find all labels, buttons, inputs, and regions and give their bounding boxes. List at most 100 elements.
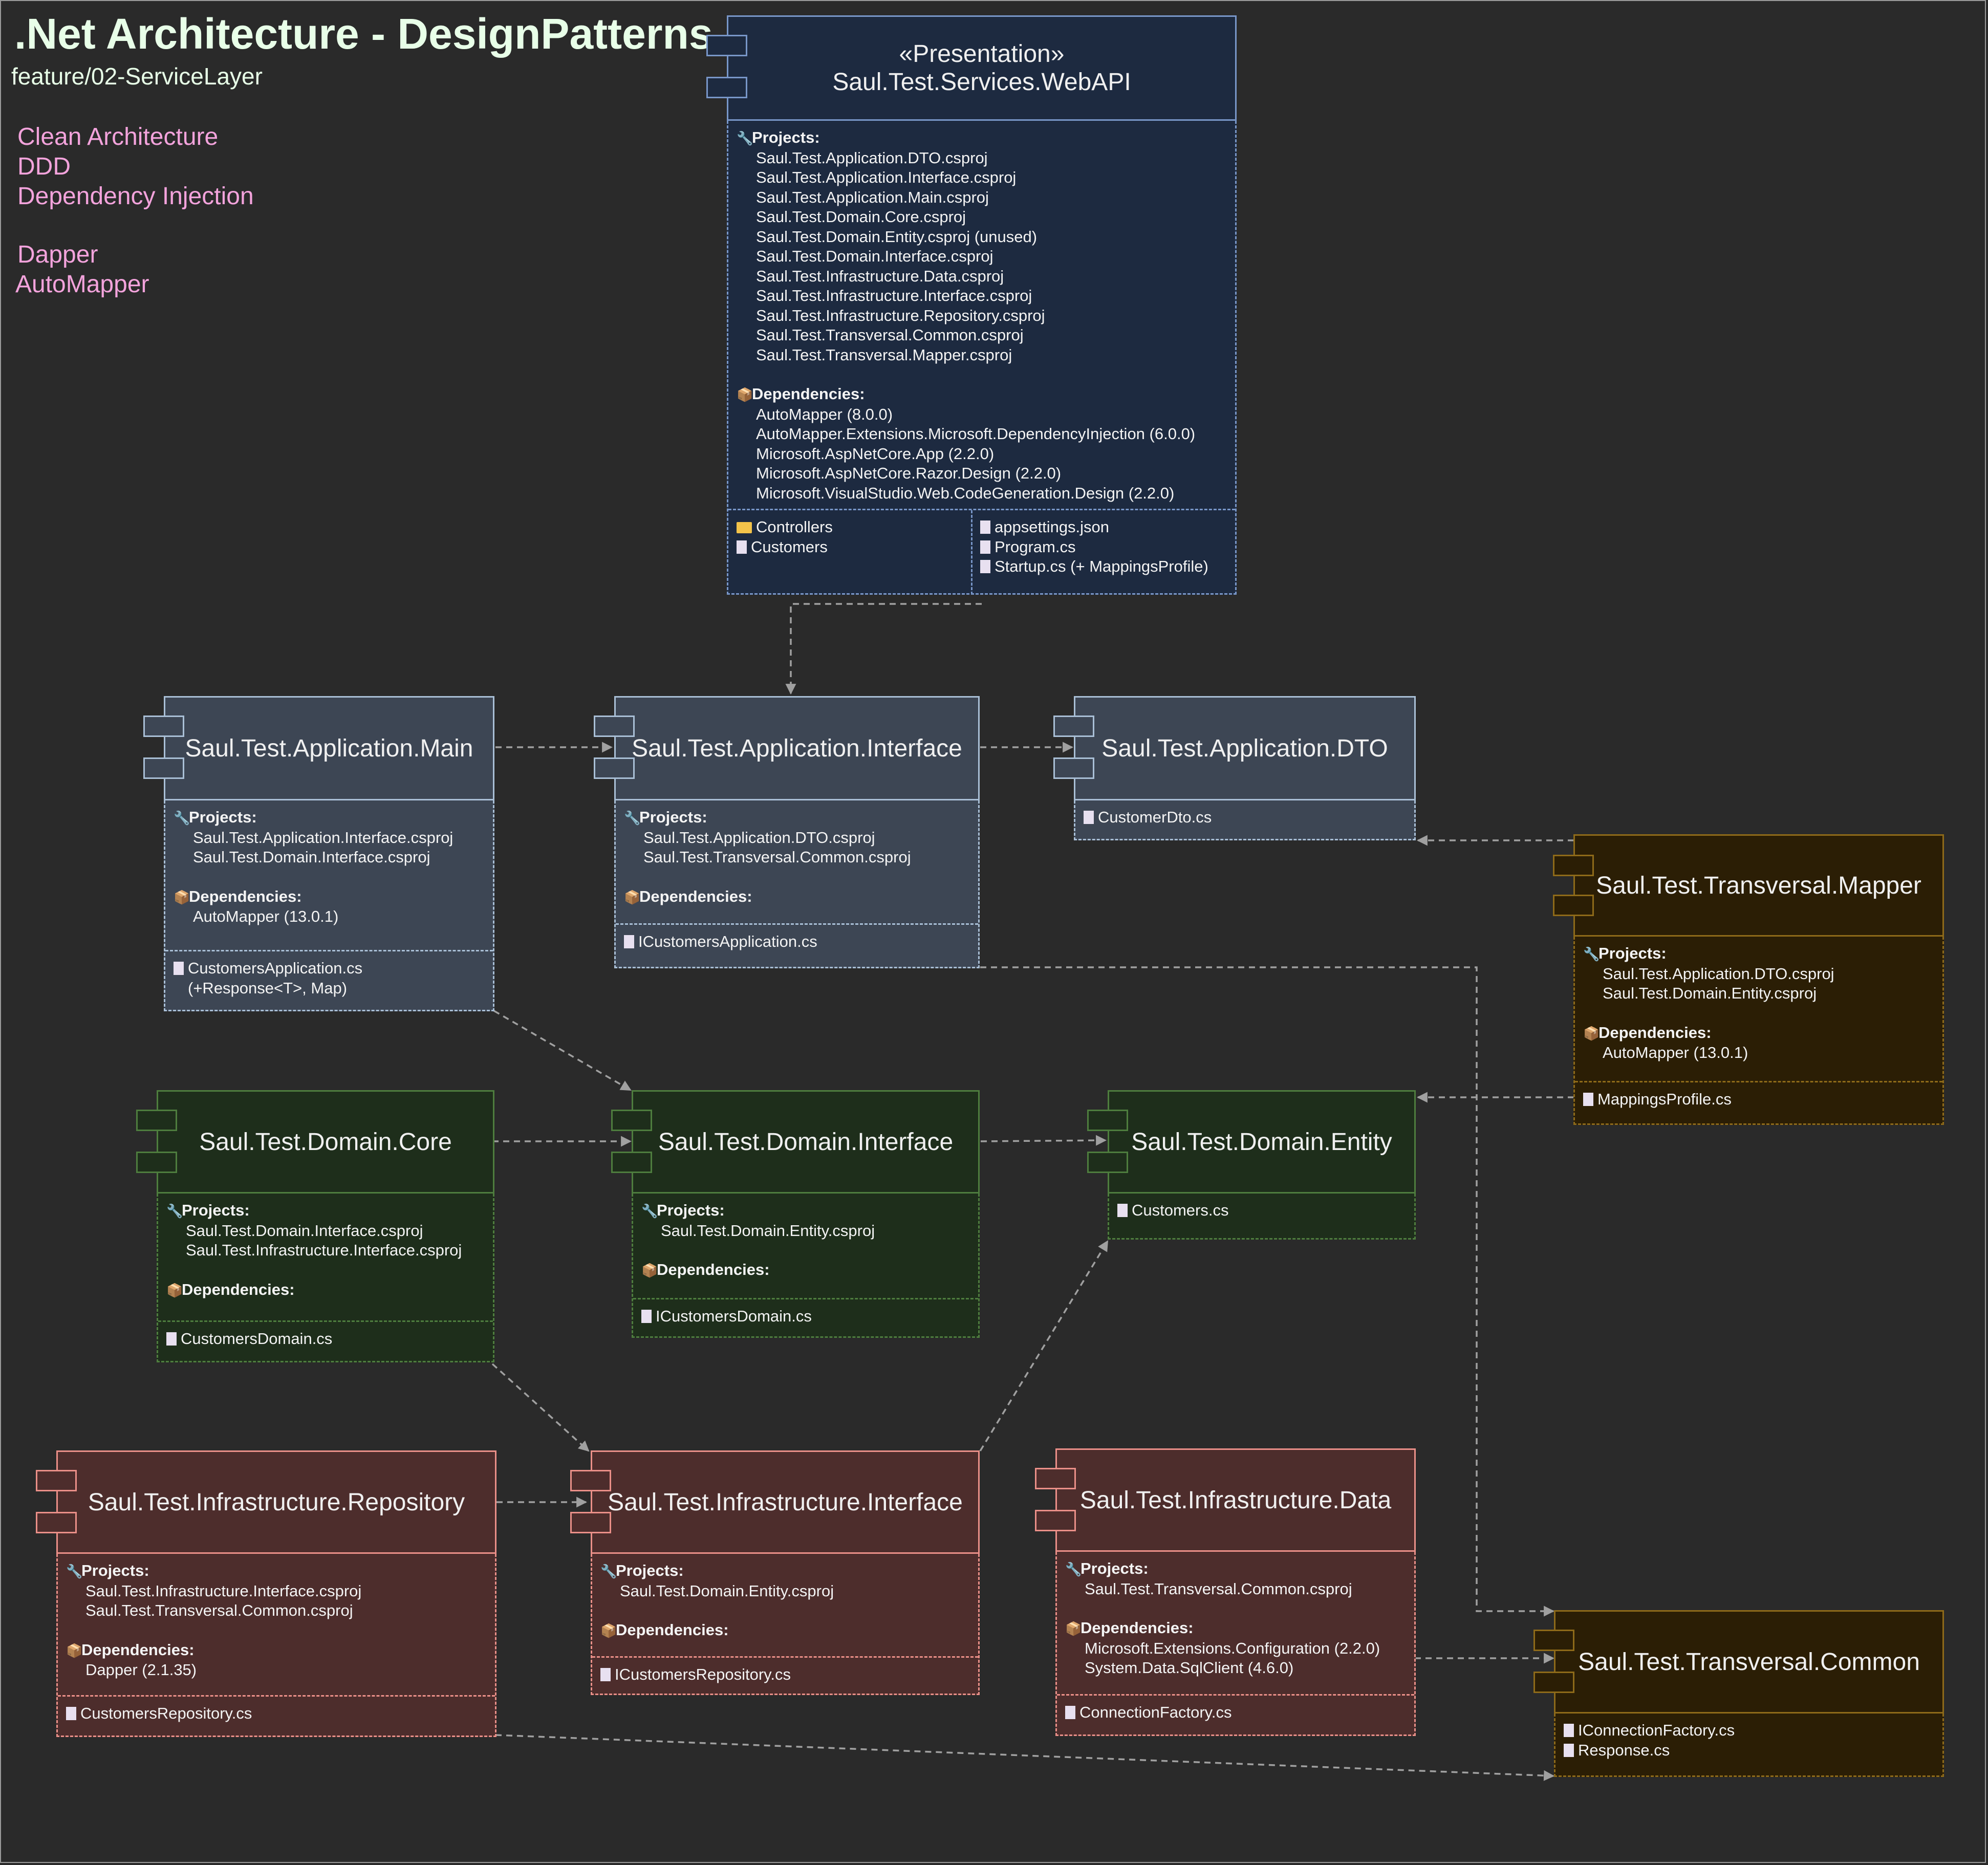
- file-item[interactable]: Program.cs: [995, 537, 1076, 556]
- file-item[interactable]: ConnectionFactory.cs: [1079, 1703, 1232, 1721]
- package-icon: 📦: [166, 1282, 183, 1298]
- component-body: Customers.cs: [1108, 1194, 1416, 1240]
- component-body: 🔧Projects: Saul.Test.Domain.Entity.cspro…: [632, 1194, 980, 1338]
- project-item: Saul.Test.Infrastructure.Interface.cspro…: [756, 287, 1032, 305]
- file-icon: [1117, 1204, 1128, 1217]
- component-tab-icon: [570, 1470, 611, 1491]
- file-item[interactable]: Response.cs: [1578, 1741, 1670, 1759]
- component-tab-icon: [706, 77, 747, 98]
- component-transversal-common[interactable]: Saul.Test.Transversal.Common IConnection…: [1533, 1610, 1944, 1777]
- stereotype-label: «Presentation»: [899, 40, 1065, 68]
- component-tab-icon: [136, 1152, 177, 1173]
- files-section: ConnectionFactory.cs: [1057, 1694, 1414, 1736]
- component-name: Saul.Test.Infrastructure.Interface: [608, 1488, 963, 1516]
- projects-label: Projects:: [752, 128, 820, 146]
- component-header: Saul.Test.Application.Interface: [614, 696, 980, 800]
- info-section: 🔧Projects: Saul.Test.Transversal.Common.…: [1057, 1552, 1414, 1694]
- dependencies-label: Dependencies:: [616, 1621, 729, 1639]
- component-tab-icon: [611, 1110, 652, 1131]
- component-name: Saul.Test.Infrastructure.Repository: [88, 1488, 465, 1516]
- arrow-dom-interface-to-dom-entity: [980, 1135, 1107, 1146]
- component-application-interface[interactable]: Saul.Test.Application.Interface 🔧Project…: [594, 696, 980, 968]
- component-transversal-mapper[interactable]: Saul.Test.Transversal.Mapper 🔧Projects: …: [1553, 834, 1944, 1125]
- component-tab-icon: [136, 1110, 177, 1131]
- component-name: Saul.Test.Transversal.Common: [1578, 1648, 1920, 1676]
- file-item[interactable]: CustomersDomain.cs: [181, 1330, 333, 1348]
- file-icon: [1564, 1724, 1574, 1737]
- files-column-right: appsettings.json Program.cs Startup.cs (…: [980, 510, 1208, 577]
- file-item[interactable]: IConnectionFactory.cs: [1578, 1721, 1735, 1739]
- dependencies-label: Dependencies:: [182, 1280, 295, 1298]
- project-item: Saul.Test.Application.Interface.csproj: [756, 168, 1017, 186]
- file-icon: [1583, 1093, 1593, 1106]
- arrow-app-interface-to-trv-common: [980, 966, 1555, 1617]
- dependency-item: AutoMapper (8.0.0): [756, 405, 893, 423]
- component-name: Saul.Test.Domain.Entity: [1131, 1128, 1392, 1156]
- project-item: Saul.Test.Application.DTO.csproj: [1603, 964, 1834, 983]
- component-domain-interface[interactable]: Saul.Test.Domain.Interface 🔧Projects: Sa…: [611, 1090, 980, 1338]
- component-application-main[interactable]: Saul.Test.Application.Main 🔧Projects: Sa…: [143, 696, 494, 1011]
- dependency-item: Microsoft.AspNetCore.Razor.Design (2.2.0…: [756, 464, 1062, 482]
- wrench-icon: 🔧: [624, 810, 641, 826]
- file-item[interactable]: appsettings.json: [995, 518, 1110, 536]
- project-item: Saul.Test.Infrastructure.Interface.cspro…: [85, 1581, 362, 1600]
- file-icon: [1564, 1743, 1574, 1757]
- component-name: Saul.Test.Domain.Core: [199, 1128, 452, 1156]
- component-webapi[interactable]: «Presentation»Saul.Test.Services.WebAPI …: [706, 15, 1237, 595]
- component-header: Saul.Test.Domain.Entity: [1108, 1090, 1416, 1194]
- wrench-icon: 🔧: [174, 810, 190, 826]
- project-item: Saul.Test.Domain.Entity.csproj: [620, 1581, 834, 1600]
- dependency-item: Dapper (2.1.35): [85, 1661, 197, 1679]
- file-item[interactable]: ICustomersDomain.cs: [656, 1307, 812, 1325]
- wrench-icon: 🔧: [166, 1203, 183, 1219]
- project-item: Saul.Test.Infrastructure.Data.csproj: [756, 267, 1004, 285]
- file-item[interactable]: CustomerDto.cs: [1098, 808, 1212, 826]
- component-header: Saul.Test.Application.Main: [164, 696, 494, 800]
- tag-clean-architecture: Clean Architecture: [17, 123, 219, 150]
- file-item[interactable]: Customers.cs: [1132, 1201, 1229, 1219]
- file-item[interactable]: Startup.cs (+ MappingsProfile): [995, 557, 1208, 575]
- component-application-dto[interactable]: Saul.Test.Application.DTO CustomerDto.cs: [1053, 696, 1416, 840]
- wrench-icon: 🔧: [66, 1564, 83, 1579]
- file-icon: [980, 560, 990, 573]
- component-infrastructure-repository[interactable]: Saul.Test.Infrastructure.Repository 🔧Pro…: [36, 1450, 496, 1737]
- file-item[interactable]: MappingsProfile.cs: [1597, 1090, 1732, 1108]
- info-section: 🔧Projects: Saul.Test.Domain.Entity.cspro…: [592, 1554, 978, 1656]
- project-item: Saul.Test.Application.Main.csproj: [756, 188, 989, 206]
- file-item[interactable]: ICustomersApplication.cs: [638, 932, 817, 950]
- projects-label: Projects:: [639, 808, 707, 826]
- component-domain-core[interactable]: Saul.Test.Domain.Core 🔧Projects: Saul.Te…: [136, 1090, 494, 1362]
- projects-label: Projects:: [189, 808, 257, 826]
- file-icon: [1065, 1706, 1075, 1719]
- files-divider: [971, 510, 973, 595]
- component-tab-icon: [1035, 1510, 1076, 1531]
- component-name: Saul.Test.Services.WebAPI: [832, 69, 1131, 96]
- file-item[interactable]: CustomersRepository.cs: [80, 1704, 252, 1722]
- project-item: Saul.Test.Domain.Interface.csproj: [186, 1221, 423, 1240]
- component-domain-entity[interactable]: Saul.Test.Domain.Entity Customers.cs: [1087, 1090, 1416, 1240]
- project-item: Saul.Test.Transversal.Mapper.csproj: [756, 345, 1012, 364]
- component-tab-icon: [594, 715, 635, 737]
- files-section: Controllers Customers appsettings.json P…: [728, 509, 1235, 595]
- dependencies-label: Dependencies:: [81, 1640, 195, 1659]
- dependencies-label: Dependencies:: [639, 887, 752, 905]
- file-item[interactable]: CustomersApplication.cs: [188, 959, 363, 977]
- component-infrastructure-data[interactable]: Saul.Test.Infrastructure.Data 🔧Projects:…: [1035, 1448, 1416, 1736]
- package-icon: 📦: [641, 1263, 658, 1278]
- folder-item[interactable]: Controllers: [756, 518, 833, 536]
- info-section: 🔧Projects: Saul.Test.Application.DTO.csp…: [616, 800, 978, 923]
- arrow-webapi-to-app-interface: [785, 603, 982, 695]
- arrow-app-main-to-dom-interface: [493, 1010, 632, 1091]
- component-body: 🔧Projects: Saul.Test.Application.Interfa…: [164, 800, 494, 1011]
- component-tab-icon: [1053, 715, 1094, 737]
- dependency-item: Microsoft.VisualStudio.Web.CodeGeneratio…: [756, 484, 1175, 502]
- files-section: IConnectionFactory.cs Response.cs: [1555, 1714, 1942, 1777]
- component-header: Saul.Test.Infrastructure.Interface: [591, 1450, 980, 1554]
- component-body: 🔧Projects: Saul.Test.Application.DTO.csp…: [614, 800, 980, 968]
- files-section: CustomersDomain.cs: [158, 1320, 493, 1362]
- file-item[interactable]: Customers: [751, 537, 828, 556]
- project-item: Saul.Test.Domain.Interface.csproj: [193, 848, 430, 866]
- file-item[interactable]: ICustomersRepository.cs: [615, 1665, 791, 1683]
- component-infrastructure-interface[interactable]: Saul.Test.Infrastructure.Interface 🔧Proj…: [570, 1450, 980, 1695]
- component-header: Saul.Test.Infrastructure.Data: [1055, 1448, 1416, 1552]
